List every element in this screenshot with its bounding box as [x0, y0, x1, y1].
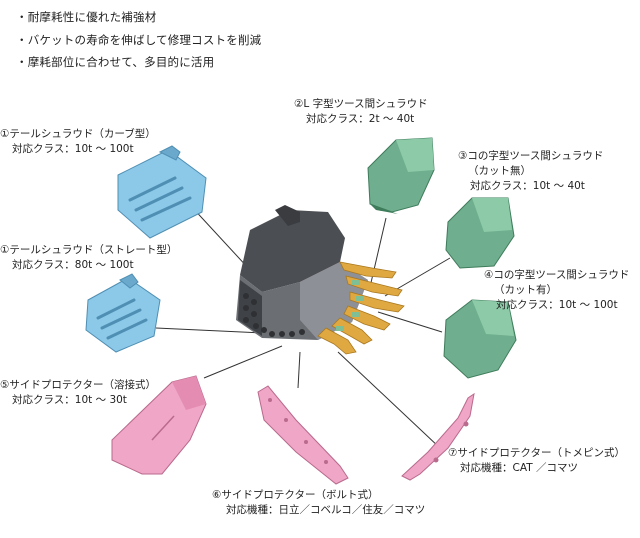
part-title: ①テールシュラウド（カーブ型）	[0, 128, 156, 140]
part-title: ①テールシュラウド（ストレート型）	[0, 244, 178, 256]
bullet-item: ・耐摩耗性に優れた補強材	[16, 10, 157, 24]
label-side-protector-pin: ⑦サイドプロテクター（トメピン式） 対応機種：CAT ／コマツ	[448, 446, 625, 476]
side-protector-bolt-part	[257, 385, 349, 485]
part-class: 対応機種：CAT ／コマツ	[460, 462, 578, 474]
part-title: ③コの字型ツース間シュラウド	[458, 150, 604, 162]
leader-line-side-pin	[337, 351, 441, 449]
label-tail-shroud-straight: ①テールシュラウド（ストレート型） 対応クラス：80t 〜 100t	[0, 243, 177, 273]
bullet-item: ・バケットの寿命を伸ばして修理コストを削減	[16, 32, 262, 47]
part-title: ⑤サイドプロテクター（溶接式）	[0, 379, 156, 391]
part-class: 対応クラス：10t 〜 100t	[12, 143, 134, 155]
side-protector-pin-part	[401, 392, 475, 481]
label-ko-shroud-nocut: ③コの字型ツース間シュラウド （カット無） 対応クラス：10t 〜 40t	[458, 149, 603, 194]
side-protector-weld-part	[111, 375, 207, 475]
l-tooth-shroud-part	[367, 137, 435, 214]
tail-shroud-curve-part	[117, 145, 207, 239]
leader-line-side-weld	[203, 345, 283, 379]
part-title: ⑦サイドプロテクター（トメピン式）	[448, 447, 625, 459]
ko-shroud-cut-part	[443, 299, 517, 379]
label-ko-shroud-cut: ④コの字型ツース間シュラウド （カット有） 対応クラス：10t 〜 100t	[484, 268, 629, 313]
part-title: ⑥サイドプロテクター（ボルト式）	[212, 489, 379, 501]
part-title: ②L 字型ツース間シュラウド	[294, 98, 428, 110]
leader-line-side-bolt	[297, 351, 301, 389]
ko-shroud-nocut-part	[445, 197, 515, 269]
label-tail-shroud-curve: ①テールシュラウド（カーブ型） 対応クラス：10t 〜 100t	[0, 127, 156, 157]
part-title: ④コの字型ツース間シュラウド	[484, 269, 630, 281]
leader-lines	[155, 204, 451, 449]
part-class: 対応クラス：10t 〜 40t	[470, 180, 585, 192]
part-class: 対応クラス：2t 〜 40t	[306, 113, 415, 125]
part-class: 対応クラス：80t 〜 100t	[12, 259, 134, 271]
tail-shroud-straight-part	[85, 273, 161, 353]
leader-line-ko-cut	[377, 311, 443, 333]
bucket-illustration	[236, 205, 405, 355]
leader-line-tail-straight	[155, 327, 263, 334]
bullet-item: ・摩耗部位に合わせて、多目的に活用	[16, 55, 215, 69]
part-class: 対応機種：日立／コベルコ／住友／コマツ	[226, 504, 426, 516]
label-side-protector-weld: ⑤サイドプロテクター（溶接式） 対応クラス：10t 〜 30t	[0, 378, 156, 408]
feature-bullets: ・耐摩耗性に優れた補強材 ・バケットの寿命を伸ばして修理コストを削減 ・摩耗部位…	[16, 6, 261, 74]
part-variant: （カット無）	[468, 165, 531, 177]
label-side-protector-bolt: ⑥サイドプロテクター（ボルト式） 対応機種：日立／コベルコ／住友／コマツ	[212, 488, 425, 518]
part-variant: （カット有）	[494, 284, 557, 296]
part-class: 対応クラス：10t 〜 30t	[12, 394, 127, 406]
label-l-tooth-shroud: ②L 字型ツース間シュラウド 対応クラス：2t 〜 40t	[294, 97, 428, 127]
part-class: 対応クラス：10t 〜 100t	[496, 299, 618, 311]
